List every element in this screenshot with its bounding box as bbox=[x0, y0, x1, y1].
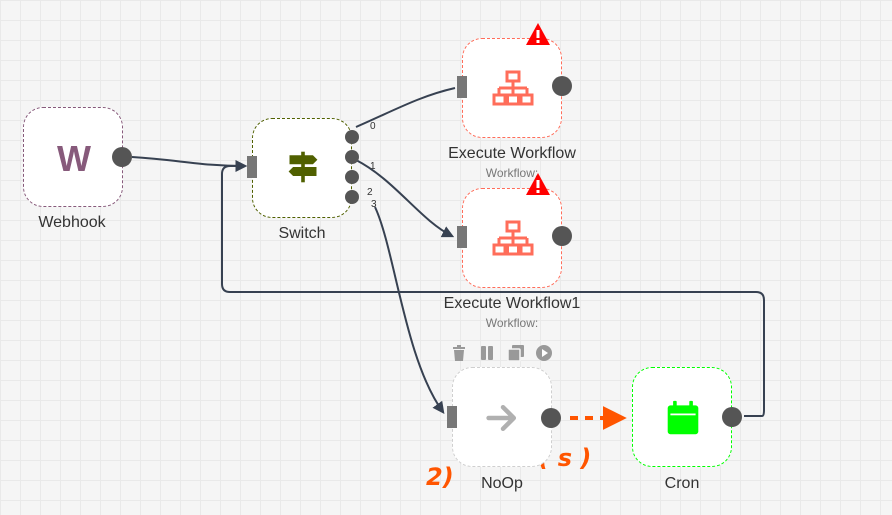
switch-output-3[interactable] bbox=[345, 190, 359, 204]
noop-output-handle[interactable] bbox=[541, 408, 561, 428]
execute-workflow1-output-handle[interactable] bbox=[552, 226, 572, 246]
execute-workflow-input-handle[interactable] bbox=[457, 76, 467, 98]
noop-label: NoOp bbox=[481, 475, 523, 492]
edge-switch0-execute1[interactable] bbox=[355, 87, 456, 128]
edge-cron-switch-loop[interactable] bbox=[221, 165, 765, 417]
duplicate-icon[interactable] bbox=[507, 344, 525, 362]
edge-switch2-noop[interactable] bbox=[374, 206, 445, 414]
sitemap-icon bbox=[492, 220, 534, 256]
switch-output-label-1: 1 bbox=[370, 161, 376, 172]
warning-icon[interactable] bbox=[525, 172, 551, 196]
switch-output-label-2: 2 bbox=[367, 187, 373, 198]
node-cron[interactable] bbox=[632, 367, 732, 467]
node-execute-workflow[interactable] bbox=[462, 38, 562, 138]
execute-workflow-label: Execute Workflow bbox=[448, 145, 576, 162]
delete-icon[interactable] bbox=[450, 344, 468, 362]
cron-output-handle[interactable] bbox=[722, 407, 742, 427]
switch-output-0[interactable] bbox=[345, 130, 359, 144]
execute-workflow1-subtitle: Workflow: bbox=[485, 316, 539, 330]
cron-label: Cron bbox=[664, 475, 700, 492]
node-switch[interactable] bbox=[252, 118, 352, 218]
switch-output-label-0: 0 bbox=[370, 121, 376, 132]
switch-label: Switch bbox=[278, 225, 326, 242]
node-noop[interactable] bbox=[452, 367, 552, 467]
edge-switch1-execute2[interactable] bbox=[355, 159, 455, 238]
execute-workflow1-label: Execute Workflow1 bbox=[443, 295, 581, 312]
execute-workflow-output-handle[interactable] bbox=[552, 76, 572, 96]
switch-input-handle[interactable] bbox=[247, 156, 257, 178]
sitemap-icon bbox=[492, 70, 534, 106]
node-webhook[interactable]: W bbox=[23, 107, 123, 207]
execute-workflow1-input-handle[interactable] bbox=[457, 226, 467, 248]
signpost-icon bbox=[288, 151, 318, 183]
switch-output-2[interactable] bbox=[345, 170, 359, 184]
calendar-icon bbox=[667, 400, 699, 435]
switch-output-label-3: 3 bbox=[371, 199, 377, 210]
execute-workflow-subtitle: Workflow: bbox=[485, 166, 539, 180]
node-execute-workflow1[interactable] bbox=[462, 188, 562, 288]
switch-output-1[interactable] bbox=[345, 150, 359, 164]
noop-input-handle[interactable] bbox=[447, 406, 457, 428]
edge-webhook-switch[interactable] bbox=[131, 156, 248, 172]
annotation-marker: 2) bbox=[426, 463, 454, 491]
arrow-right-icon bbox=[486, 404, 517, 432]
warning-icon[interactable] bbox=[525, 22, 551, 46]
play-icon[interactable] bbox=[535, 344, 553, 362]
webhook-label: Webhook bbox=[38, 214, 106, 231]
pause-icon[interactable] bbox=[478, 344, 496, 362]
webhook-icon: W bbox=[57, 138, 91, 179]
webhook-output-handle[interactable] bbox=[112, 147, 132, 167]
